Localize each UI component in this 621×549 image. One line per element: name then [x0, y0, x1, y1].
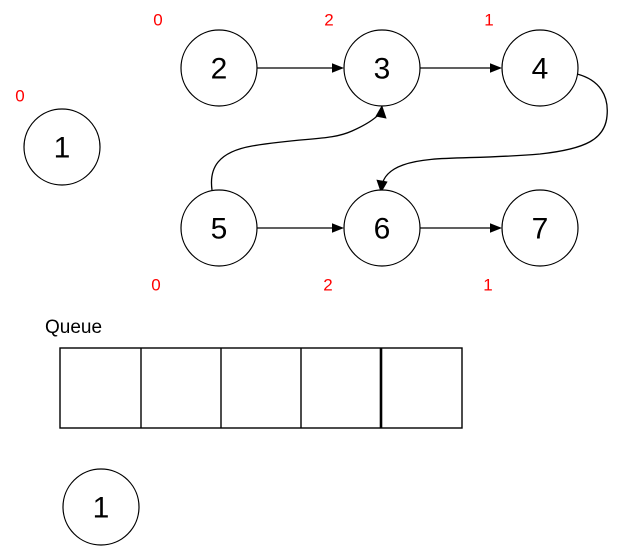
arrowhead-5-3	[375, 105, 387, 119]
arrowhead-2-3	[332, 63, 344, 73]
edge-group	[210, 63, 608, 233]
edge-4-to-6	[376, 73, 608, 193]
degree-label-node-4: 1	[484, 11, 493, 30]
degree-label-node-3: 2	[324, 11, 333, 30]
node-5-label: 5	[211, 213, 228, 246]
edge-6-to-7	[420, 223, 502, 233]
degree-label-node-1: 0	[15, 87, 24, 106]
node-1[interactable]: 1	[23, 108, 101, 186]
node-2[interactable]: 2	[180, 29, 258, 107]
arrowhead-6-7	[490, 223, 502, 233]
edge-curve-4-6	[381, 73, 608, 187]
node-7[interactable]: 7	[501, 189, 579, 267]
node-7-circle[interactable]	[501, 189, 579, 267]
node-3-circle[interactable]	[343, 29, 421, 107]
node-1-label: 1	[54, 132, 71, 165]
node-2-label: 2	[211, 53, 228, 86]
pending-node-circle[interactable]	[62, 468, 140, 546]
node-1-circle[interactable]	[23, 108, 101, 186]
degree-label-node-2: 0	[153, 11, 162, 30]
degree-label-node-7: 1	[483, 276, 492, 295]
edge-2-to-3	[257, 63, 344, 73]
node-4-label: 4	[532, 53, 549, 86]
node-5-circle[interactable]	[180, 189, 258, 267]
node-2-circle[interactable]	[180, 29, 258, 107]
arrowhead-5-6	[332, 223, 344, 233]
arrowhead-3-4	[490, 63, 502, 73]
queue-section: Queue	[45, 317, 463, 429]
node-group: 1 2 3 4 5 6	[23, 29, 579, 267]
edge-curve-5-3	[210, 111, 382, 191]
node-3[interactable]: 3	[343, 29, 421, 107]
edge-5-to-6	[257, 223, 344, 233]
node-4[interactable]: 4	[501, 29, 579, 107]
arrowhead-4-6	[376, 179, 388, 193]
node-5[interactable]: 5	[180, 189, 258, 267]
node-6-circle[interactable]	[343, 189, 421, 267]
node-7-label: 7	[532, 213, 549, 246]
queue-outline	[59, 347, 463, 429]
pending-node[interactable]: 1	[62, 468, 140, 546]
degree-label-group: 0 0 2 1 0 2 1	[15, 11, 493, 295]
node-4-circle[interactable]	[501, 29, 579, 107]
node-3-label: 3	[374, 53, 391, 86]
edge-5-to-3	[210, 105, 387, 191]
degree-label-node-5: 0	[151, 276, 160, 295]
node-6[interactable]: 6	[343, 189, 421, 267]
queue-title: Queue	[45, 317, 102, 338]
degree-label-node-6: 2	[323, 276, 332, 295]
pending-node-label: 1	[93, 492, 110, 525]
node-6-label: 6	[374, 213, 391, 246]
edge-3-to-4	[420, 63, 502, 73]
